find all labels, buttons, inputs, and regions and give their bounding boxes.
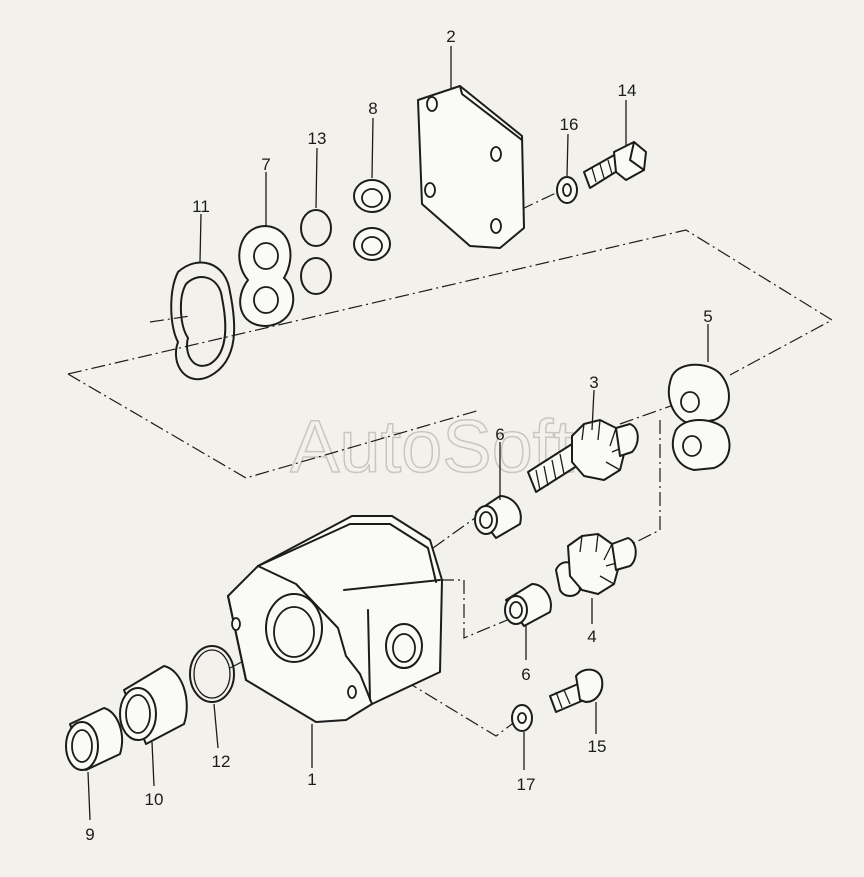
part-6-bushing-lower	[504, 583, 552, 627]
part-1-body	[227, 515, 443, 723]
part-7-plate	[238, 225, 295, 327]
guide-line-washer-17	[383, 667, 521, 737]
label-part-8: 8	[368, 99, 377, 118]
guide-frame-lower	[67, 373, 481, 479]
label-part-5: 5	[703, 307, 712, 326]
part-6-bushing-upper	[474, 495, 522, 539]
label-part-6-upper: 6	[495, 425, 504, 444]
label-part-10: 10	[145, 790, 164, 809]
label-part-13: 13	[308, 129, 327, 148]
label-part-14: 14	[618, 81, 637, 100]
guide-line-bushing-lower	[440, 579, 513, 639]
guide-line-11	[149, 315, 191, 323]
guide-line-bushing-upper	[432, 517, 476, 549]
label-part-1: 1	[307, 770, 316, 789]
label-part-16: 16	[560, 115, 579, 134]
label-part-6-lower: 6	[521, 665, 530, 684]
part-12-oring	[189, 645, 235, 703]
label-part-3: 3	[589, 373, 598, 392]
guide-frame	[67, 229, 834, 376]
part-15-bolt	[549, 668, 604, 713]
label-part-2: 2	[446, 27, 455, 46]
part-11-gasket	[170, 261, 236, 381]
leader-lines	[87, 46, 709, 821]
label-part-15: 15	[588, 737, 607, 756]
guide-line-cover	[519, 191, 559, 211]
watermark: AutoSoft	[290, 405, 574, 488]
part-9-bushing	[65, 707, 123, 771]
part-10-ring	[119, 665, 188, 745]
part-14-bolt	[583, 141, 647, 189]
part-17-washer	[511, 704, 533, 732]
label-part-11: 11	[192, 197, 210, 216]
part-16-washer	[556, 176, 578, 204]
label-part-7: 7	[261, 155, 270, 174]
label-part-9: 9	[85, 825, 94, 844]
label-part-12: 12	[212, 752, 231, 771]
guide-line-shaft-lower	[629, 420, 661, 546]
part-4-driven-gear	[555, 533, 637, 597]
label-part-4: 4	[587, 627, 596, 646]
part-3-drive-gear	[527, 419, 639, 493]
part-2-cover	[417, 85, 525, 249]
label-part-17: 17	[517, 775, 536, 794]
part-5-blocks	[667, 363, 731, 471]
part-8-rings	[353, 179, 391, 261]
part-13-orings	[300, 209, 332, 295]
